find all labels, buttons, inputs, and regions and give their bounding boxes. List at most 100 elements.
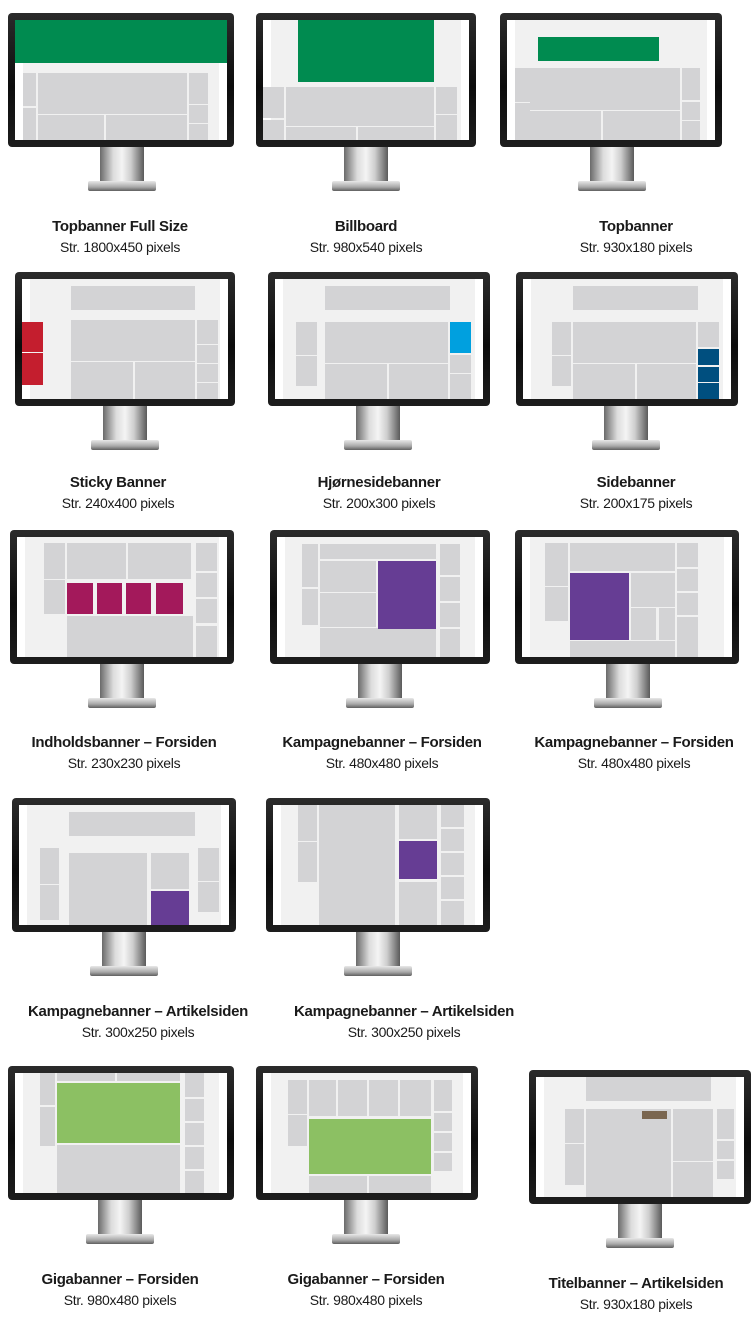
content-block xyxy=(433,1153,453,1172)
content-block xyxy=(298,805,318,841)
content-block xyxy=(197,319,218,344)
content-block xyxy=(441,853,465,875)
content-block xyxy=(677,617,699,657)
content-block xyxy=(400,1080,432,1117)
content-block xyxy=(449,373,471,399)
content-block xyxy=(552,322,571,355)
banner-size: Str. 300x250 pixels xyxy=(81,1024,195,1040)
monitor xyxy=(12,798,236,932)
monitor-stand xyxy=(344,1200,388,1236)
monitor-stand xyxy=(100,664,144,700)
monitor-screen xyxy=(522,537,732,657)
content-block xyxy=(585,1077,711,1101)
content-block xyxy=(681,101,701,120)
banner-title: Titelbanner – Artikelsiden xyxy=(548,1275,724,1292)
content-block xyxy=(324,364,388,399)
content-block xyxy=(195,543,217,571)
content-block xyxy=(515,68,530,102)
monitor xyxy=(529,1070,751,1204)
ad-placement xyxy=(15,20,227,64)
ad-placement xyxy=(151,891,190,925)
content-block xyxy=(195,625,217,657)
content-block xyxy=(197,364,218,383)
monitor-stand xyxy=(98,1200,142,1236)
monitor xyxy=(270,530,490,664)
monitor-base xyxy=(90,966,158,976)
content-block xyxy=(565,1109,584,1143)
content-block xyxy=(71,319,196,361)
ad-placement xyxy=(570,573,630,641)
content-block xyxy=(67,543,127,579)
content-block xyxy=(298,842,318,882)
content-block xyxy=(188,72,208,104)
content-block xyxy=(287,1080,307,1114)
content-block xyxy=(436,87,457,114)
banner-title: Sidebanner xyxy=(596,474,676,491)
monitor xyxy=(500,13,722,147)
content-block xyxy=(197,881,219,912)
content-block xyxy=(572,322,696,363)
banner-size: Str. 980x480 pixels xyxy=(309,1292,423,1308)
monitor xyxy=(516,272,738,406)
content-block xyxy=(184,1147,204,1169)
ad-placement xyxy=(22,353,43,385)
banner-size: Str. 200x300 pixels xyxy=(322,495,436,511)
monitor xyxy=(515,530,739,664)
content-block xyxy=(301,588,319,625)
monitor-base xyxy=(332,1234,400,1244)
content-block xyxy=(151,853,190,889)
ad-placement xyxy=(377,561,436,630)
monitor-base xyxy=(91,440,159,450)
content-block xyxy=(40,1073,56,1106)
content-block xyxy=(441,805,465,827)
content-block xyxy=(320,593,376,627)
monitor xyxy=(15,272,235,406)
monitor-screen xyxy=(275,279,483,399)
content-block xyxy=(529,68,680,110)
ad-placement xyxy=(449,322,471,354)
content-block xyxy=(357,126,434,140)
monitor-stand xyxy=(102,932,146,968)
content-block xyxy=(436,114,457,140)
monitor-screen xyxy=(536,1077,744,1197)
ad-placement xyxy=(155,582,183,614)
content-block xyxy=(324,322,448,363)
monitor-screen xyxy=(15,20,227,140)
content-block xyxy=(135,361,196,399)
content-block xyxy=(399,805,437,839)
content-block xyxy=(285,126,356,140)
banner-size: Str. 240x400 pixels xyxy=(61,495,175,511)
content-block xyxy=(389,364,448,399)
content-block xyxy=(658,607,676,641)
content-block xyxy=(439,629,461,657)
monitor-stand xyxy=(356,932,400,968)
content-block xyxy=(116,1073,181,1082)
monitor-screen xyxy=(277,537,483,657)
content-block xyxy=(308,1080,336,1117)
monitor-screen xyxy=(263,20,469,140)
ad-placement xyxy=(67,582,93,614)
content-block xyxy=(677,543,699,567)
content-block xyxy=(40,885,59,921)
content-block xyxy=(308,1176,367,1193)
banner-size: Str. 1800x450 pixels xyxy=(59,239,181,255)
content-block xyxy=(195,573,217,597)
content-block xyxy=(602,111,680,140)
monitor-stand xyxy=(358,664,402,700)
banner-title: Gigabanner – Forsiden xyxy=(287,1271,445,1288)
content-block xyxy=(439,576,461,601)
content-block xyxy=(529,111,601,140)
content-block xyxy=(23,72,37,107)
content-block xyxy=(565,1144,584,1185)
ad-placement xyxy=(697,366,719,383)
content-block xyxy=(44,580,66,614)
content-block xyxy=(287,1115,307,1147)
monitor-screen xyxy=(263,1073,471,1193)
